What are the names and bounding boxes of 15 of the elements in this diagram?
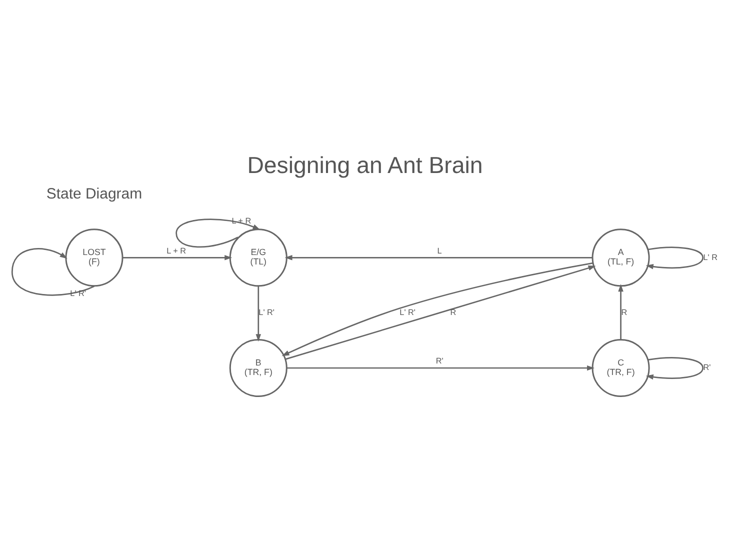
label: State Diagram: [46, 184, 142, 202]
arrow: [256, 286, 262, 342]
arrow: [646, 246, 704, 269]
arrow: [286, 364, 595, 370]
arrow: [618, 284, 624, 340]
arrow: [176, 218, 260, 248]
node-circle: LOST (F): [65, 228, 124, 286]
diagram-title: Designing an Ant Brain: [247, 151, 483, 178]
node-circle: E/G (TL): [229, 228, 288, 286]
arrow: [122, 254, 232, 260]
arrow: [646, 356, 704, 380]
node-circle: C (TR, F): [592, 338, 650, 397]
node-circle: A (TL, F): [592, 228, 650, 286]
node-circle: B (TR, F): [229, 338, 288, 397]
arrow: [284, 254, 592, 260]
